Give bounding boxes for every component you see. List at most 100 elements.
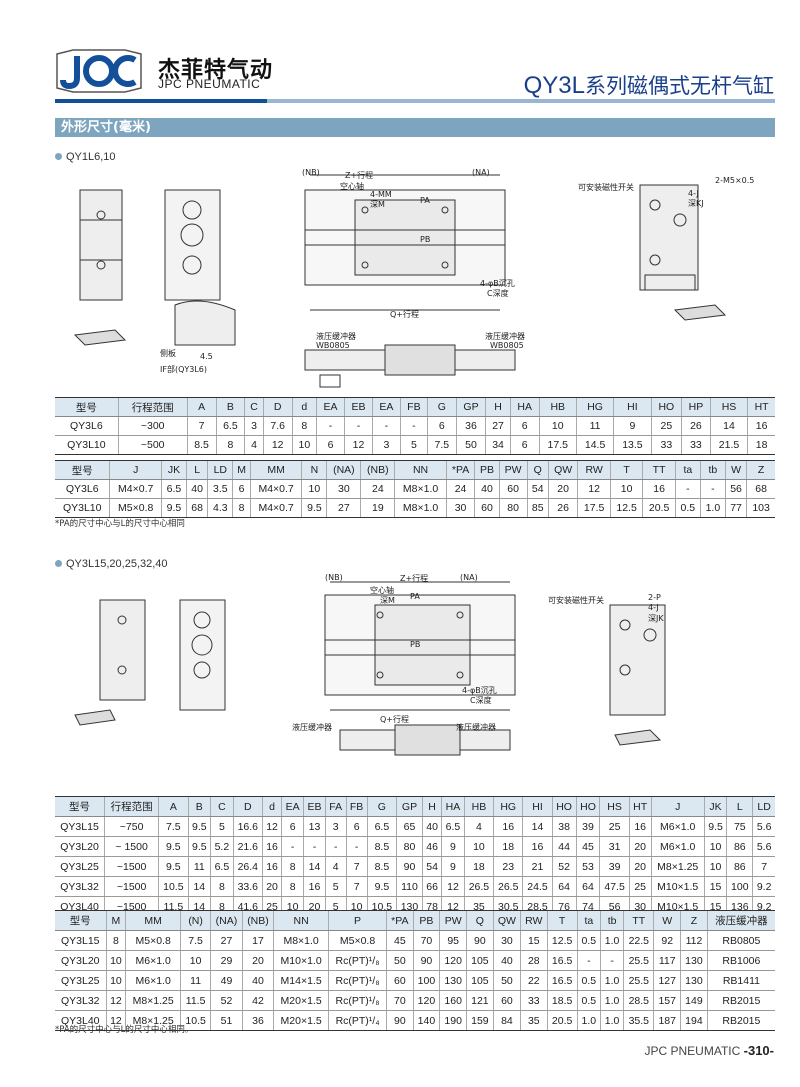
label-dim-45: 4.5 bbox=[200, 352, 213, 361]
table-cell: 12 bbox=[344, 435, 373, 455]
table-cell: 18 bbox=[463, 856, 494, 877]
table-cell: 22.5 bbox=[623, 930, 654, 951]
column-header: G bbox=[426, 397, 457, 417]
column-header: J bbox=[109, 460, 162, 480]
column-header: P bbox=[327, 910, 387, 931]
table-cell: 45 bbox=[575, 836, 600, 857]
table-cell: 1.0 bbox=[599, 930, 624, 951]
table-cell: 3 bbox=[324, 816, 346, 837]
label-nb: (NB) bbox=[325, 573, 343, 582]
table-cell: 10.5 bbox=[158, 876, 188, 897]
label-z-stroke: Z+行程 bbox=[400, 574, 429, 583]
column-header: B bbox=[187, 796, 211, 817]
label-buffer-right: 液压缓冲器 bbox=[456, 723, 496, 732]
table-cell: 86 bbox=[726, 836, 753, 857]
column-header: LD bbox=[752, 796, 775, 817]
table-cell: 10 bbox=[180, 950, 211, 971]
table-cell: 49 bbox=[210, 970, 243, 991]
footer-brand: JPC PNEUMATIC bbox=[644, 1044, 741, 1058]
column-header: GP bbox=[396, 796, 423, 817]
column-header: HA bbox=[509, 397, 540, 417]
label-pb: PB bbox=[420, 235, 431, 244]
table-cell: 18 bbox=[493, 836, 523, 857]
table-cell: 60 bbox=[498, 479, 528, 499]
label-c-depth: C深度 bbox=[470, 696, 492, 705]
table-cell: 0.5 bbox=[576, 970, 601, 991]
column-header: *PA bbox=[386, 910, 414, 931]
table-cell: 10 bbox=[609, 479, 643, 499]
column-header: W bbox=[653, 910, 681, 931]
table-cell: 14 bbox=[522, 816, 553, 837]
table-cell: M6×1.0 bbox=[125, 970, 181, 991]
table-cell: ~300 bbox=[117, 416, 188, 436]
table-cell: RB0805 bbox=[706, 930, 775, 951]
table-cell: ~1500 bbox=[104, 876, 159, 897]
table-cell: 27 bbox=[485, 416, 511, 436]
table-cell: 100 bbox=[726, 876, 753, 897]
column-header: Q bbox=[526, 460, 549, 480]
column-header: JK bbox=[703, 796, 727, 817]
brand-name-cn: 杰菲特气动 bbox=[158, 58, 274, 83]
table-cell: 1.0 bbox=[599, 1010, 624, 1031]
label-pa: PA bbox=[410, 592, 420, 601]
column-header: B bbox=[215, 397, 245, 417]
table-cell: 40 bbox=[421, 816, 442, 837]
table-cell: 9.5 bbox=[366, 876, 397, 897]
column-header: EA bbox=[316, 397, 345, 417]
table-cell: 4 bbox=[244, 435, 264, 455]
table-cell: 10 bbox=[105, 950, 126, 971]
table-cell: 84 bbox=[492, 1010, 521, 1031]
table-cell: 16.5 bbox=[546, 950, 578, 971]
table-cell: 25.5 bbox=[623, 970, 654, 991]
label-m5: 2-M5×0.5 bbox=[715, 176, 755, 185]
table-cell: 25 bbox=[599, 816, 630, 837]
table-cell: 31 bbox=[599, 836, 630, 857]
table-cell: 10 bbox=[463, 836, 494, 857]
table-cell: 40 bbox=[185, 479, 208, 499]
table-cell: 24.5 bbox=[522, 876, 553, 897]
table-cell: 16 bbox=[261, 836, 282, 857]
table-cell: M8×1.25 bbox=[125, 1010, 181, 1031]
table-cell: - bbox=[324, 836, 346, 857]
table-cell: 12 bbox=[105, 990, 126, 1011]
table-cell: 15 bbox=[520, 930, 548, 951]
column-header: HS bbox=[599, 796, 630, 817]
table-cell: 6.5 bbox=[210, 856, 234, 877]
table-cell: RB1411 bbox=[706, 970, 775, 991]
table-cell: 33 bbox=[650, 435, 682, 455]
table-cell: 6.5 bbox=[366, 816, 397, 837]
table-cell: M10×1.5 bbox=[650, 876, 705, 897]
label-nb: (NB) bbox=[302, 168, 320, 177]
column-header: EA bbox=[281, 796, 304, 817]
column-header: ta bbox=[576, 910, 601, 931]
table-cell: 17 bbox=[241, 930, 274, 951]
table-cell: 10.5 bbox=[180, 1010, 211, 1031]
table-cell: 11 bbox=[180, 970, 211, 991]
model-cell: QY3L40 bbox=[55, 1010, 107, 1031]
table-cell: 60 bbox=[474, 498, 500, 518]
table-cell: 51 bbox=[210, 1010, 243, 1031]
table-cell: 33 bbox=[681, 435, 711, 455]
label-z-stroke: Z+行程 bbox=[345, 171, 374, 180]
column-header: PW bbox=[498, 460, 528, 480]
label-na: (NA) bbox=[472, 168, 490, 177]
label-side-plate: 侧板 bbox=[160, 349, 176, 358]
table-cell: 140 bbox=[412, 1010, 440, 1031]
model-cell: QY3L25 bbox=[55, 856, 105, 877]
table-cell: 33.6 bbox=[232, 876, 263, 897]
table-cell: 7 bbox=[752, 856, 775, 877]
column-header: M bbox=[232, 460, 251, 480]
table-cell: 17.5 bbox=[577, 498, 611, 518]
column-header: T bbox=[609, 460, 643, 480]
table-cell: 90 bbox=[412, 950, 440, 971]
label-counterbore: 4-φB沉孔 bbox=[462, 686, 497, 695]
table-cell: - bbox=[345, 836, 368, 857]
table-cell: M6×1.0 bbox=[650, 816, 705, 837]
column-header: LD bbox=[207, 460, 233, 480]
column-header: J bbox=[650, 796, 705, 817]
